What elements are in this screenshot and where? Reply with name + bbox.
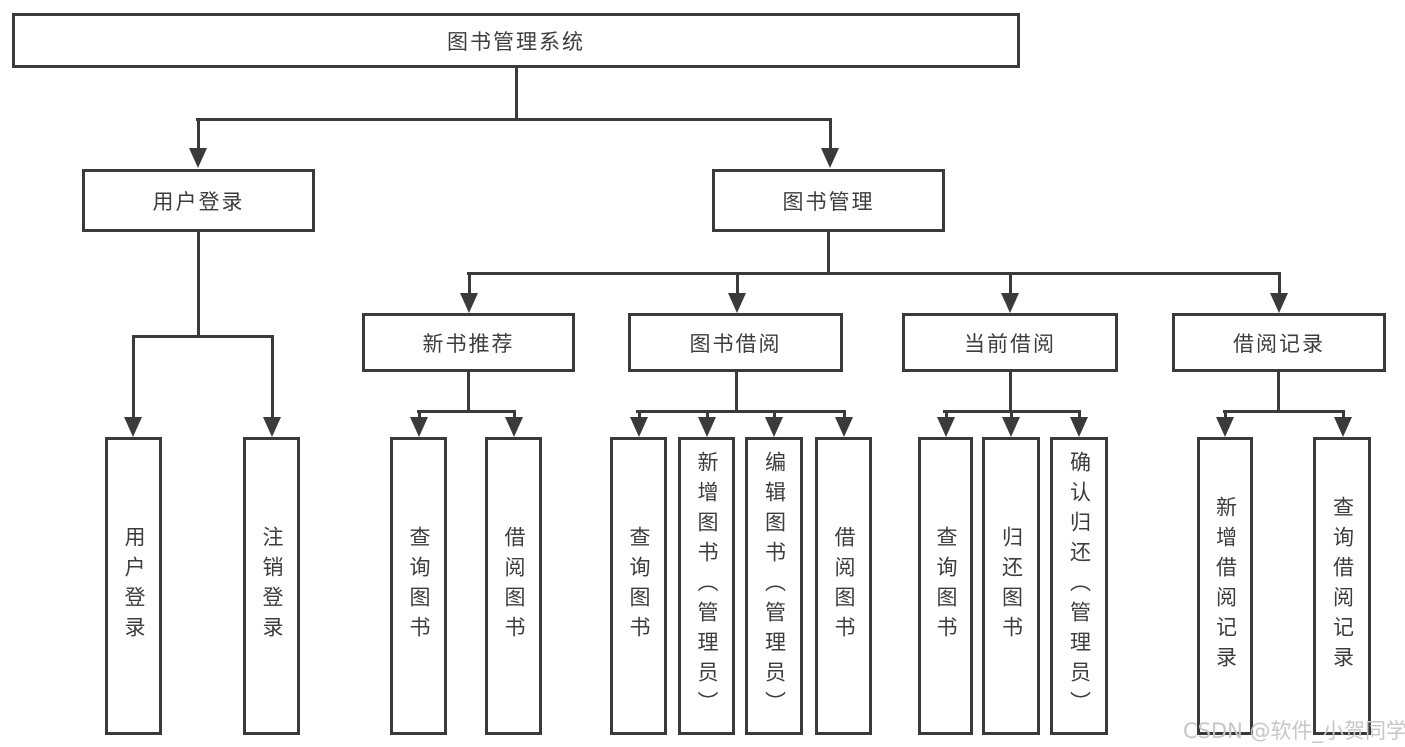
connector-line — [515, 68, 518, 120]
arrow-down-icon — [1002, 410, 1020, 437]
connector-line — [417, 410, 515, 413]
node-label: 查询图书 — [407, 526, 431, 646]
connector-line — [132, 335, 274, 338]
arrow-down-icon — [263, 335, 281, 437]
arrow-down-icon — [1270, 272, 1288, 313]
leaf-query-books: 查询图书 — [390, 437, 447, 735]
leaf-logout: 注销登录 — [243, 437, 300, 735]
node-current-borrowing: 当前借阅 — [902, 313, 1118, 372]
node-label: 图书借阅 — [689, 331, 782, 356]
node-book-borrowing: 图书借阅 — [628, 313, 843, 372]
node-label: 当前借阅 — [964, 331, 1056, 356]
connector-line — [735, 372, 738, 412]
node-label: 注销登录 — [260, 526, 284, 646]
arrow-down-icon — [937, 410, 955, 437]
leaf-borrow-books: 借阅图书 — [815, 437, 872, 735]
csdn-watermark: CSDN @软件_小贺同学 — [1183, 719, 1405, 743]
node-label: 图书管理系统 — [447, 29, 585, 54]
leaf-query-books: 查询图书 — [918, 437, 973, 735]
node-new-book-recommend: 新书推荐 — [362, 313, 575, 372]
connector-line — [467, 372, 470, 412]
node-label: 新增借阅记录 — [1213, 496, 1238, 676]
connector-line — [1223, 410, 1345, 413]
node-label: 用户登录 — [122, 526, 146, 646]
node-user-login: 用户登录 — [82, 169, 315, 232]
node-library-management-system: 图书管理系统 — [12, 13, 1020, 68]
connector-line — [636, 410, 844, 413]
leaf-add-books-admin: 新增图书（管理员） — [678, 437, 735, 735]
arrow-down-icon — [1216, 410, 1234, 437]
arrow-down-icon — [728, 272, 746, 313]
node-label: 确认归还（管理员） — [1067, 451, 1092, 721]
arrow-down-icon — [698, 410, 716, 437]
connector-line — [1009, 372, 1012, 412]
node-label: 归还图书 — [999, 526, 1024, 646]
arrow-down-icon — [505, 410, 523, 437]
node-label: 查询图书 — [627, 526, 651, 646]
arrow-down-icon — [630, 410, 648, 437]
arrow-down-icon — [460, 272, 478, 313]
node-label: 查询借阅记录 — [1330, 496, 1355, 676]
arrow-down-icon — [765, 410, 783, 437]
node-book-management: 图书管理 — [712, 169, 945, 232]
node-label: 用户登录 — [152, 189, 245, 214]
leaf-query-books: 查询图书 — [610, 437, 667, 735]
leaf-confirm-return-admin: 确认归还（管理员） — [1050, 437, 1108, 735]
node-label: 编辑图书（管理员） — [762, 451, 787, 721]
node-label: 借阅图书 — [832, 526, 856, 646]
connector-line — [1277, 372, 1280, 412]
leaf-edit-books-admin: 编辑图书（管理员） — [745, 437, 803, 735]
leaf-borrow-books: 借阅图书 — [485, 437, 542, 735]
connector-line — [467, 272, 1281, 275]
node-label: 新书推荐 — [422, 331, 515, 356]
arrow-down-icon — [1001, 272, 1019, 313]
node-label: 借阅图书 — [502, 526, 526, 646]
connector-line — [196, 118, 832, 121]
arrow-down-icon — [1334, 410, 1352, 437]
arrow-down-icon — [835, 410, 853, 437]
node-borrowing-records: 借阅记录 — [1172, 313, 1386, 372]
leaf-query-borrow-record: 查询借阅记录 — [1313, 437, 1371, 735]
connector-line — [827, 232, 830, 274]
node-label: 图书管理 — [782, 189, 875, 214]
node-label: 查询图书 — [934, 526, 958, 646]
leaf-return-books: 归还图书 — [982, 437, 1040, 735]
leaf-add-borrow-record: 新增借阅记录 — [1197, 437, 1253, 735]
node-label: 借阅记录 — [1233, 331, 1325, 356]
arrow-down-icon — [124, 335, 142, 437]
leaf-user-login: 用户登录 — [105, 437, 162, 735]
arrow-down-icon — [410, 410, 428, 437]
arrow-down-icon — [821, 118, 839, 168]
node-label: 新增图书（管理员） — [695, 451, 719, 721]
arrow-down-icon — [189, 118, 207, 168]
connector-line — [197, 232, 200, 336]
arrow-down-icon — [1070, 410, 1088, 437]
